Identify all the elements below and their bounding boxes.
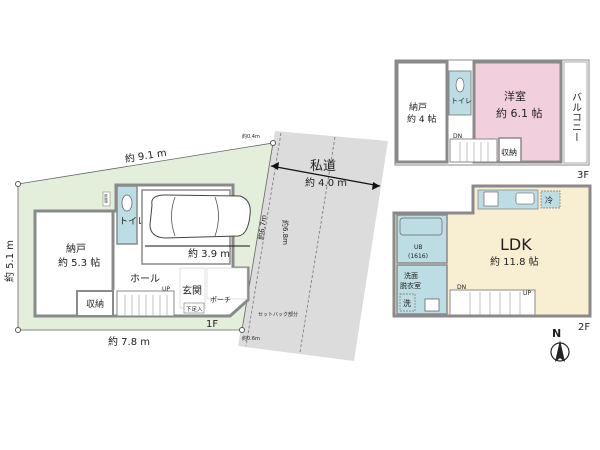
corner-dimension-top: 約0.4m	[242, 133, 260, 140]
staircase-2f	[449, 289, 536, 316]
entrance-tiles	[179, 267, 248, 309]
storage-room-label: 納戸	[66, 242, 86, 255]
toilet-label: トイレ	[119, 217, 146, 227]
hall-label: ホール	[130, 273, 160, 285]
toilet-icon	[121, 194, 133, 212]
balcony-label: バルコニー	[570, 92, 582, 142]
sink-icon	[515, 192, 535, 205]
porch-label: ポーチ	[210, 296, 231, 304]
entrance-label: 玄関	[182, 284, 202, 297]
western-room-size: 約 6.1 帖	[496, 106, 543, 120]
stairs-up-2f-label: UP	[523, 290, 531, 297]
stairs-down-2f-label: DN	[457, 284, 466, 291]
corner-dimension-bottom: 約0.6m	[242, 335, 260, 342]
setback-line	[245, 132, 282, 347]
road-area	[238, 131, 388, 361]
toilet-icon	[455, 77, 465, 93]
bath-size: (1616)	[408, 253, 428, 260]
road-edge-dimension-2: 約6.8m	[281, 220, 290, 245]
compass-north-label: N	[552, 327, 561, 340]
setback-label: セットバック部分	[258, 311, 298, 318]
ldk-label: LDK	[500, 235, 532, 254]
water-heater-label: 給湯器	[104, 194, 109, 203]
road-label: 私道	[310, 159, 336, 174]
storage-room-size: 約 5.3 帖	[58, 256, 100, 269]
shoe-box-label: 下足入	[186, 306, 203, 313]
fridge-label: 冷	[545, 195, 553, 205]
compass-icon: N	[550, 327, 570, 362]
garage-dimension: 約 3.9 m	[188, 247, 230, 260]
private-road: 私道 約 4.0 m 約0.4m 約0.6m セットバック部分 約6.7m 約6…	[238, 131, 388, 361]
arrow-icon	[271, 162, 279, 170]
floor-2-label: 2F	[578, 322, 590, 333]
dimension-left: 約 5.1 m	[3, 240, 16, 282]
road-centerline	[299, 136, 336, 353]
washroom-label-2: 脱衣室	[400, 281, 421, 290]
floor-3: 納戸 約 4 帖 トイレ 洋室 約 6.1 帖 収納 DN バルコニー 3F	[394, 59, 590, 181]
bath-label: UB	[414, 244, 423, 251]
balcony	[563, 61, 588, 164]
washer-label: 洗	[403, 298, 411, 308]
car-icon	[149, 194, 251, 239]
floor-2: 冷 LDK 約 11.8 帖 UB (1616) 洗面 脱衣室 洗 DN UP …	[392, 184, 592, 362]
shoe-box	[183, 302, 205, 314]
ldk-size: 約 11.8 帖	[490, 255, 539, 268]
closet-label: 収納	[86, 298, 104, 310]
fridge	[540, 190, 561, 209]
floor-3-label: 3F	[577, 170, 589, 181]
toilet-room-3f	[448, 70, 472, 116]
stairs-up-label: UP	[162, 286, 170, 293]
road-width-dimension	[270, 165, 381, 187]
closet-3f	[498, 137, 522, 163]
stove-icon	[483, 191, 499, 207]
storage-room-3f	[395, 60, 449, 164]
washroom-label-1: 洗面	[404, 271, 418, 280]
dimension-bottom: 約 7.8 m	[108, 335, 150, 348]
washer	[399, 293, 416, 312]
arrow-icon	[372, 182, 380, 190]
washbasin-icon	[424, 298, 440, 312]
storage-room-3f-label: 納戸	[409, 101, 427, 113]
stairs-down-3f-label: DN	[453, 133, 462, 140]
road-width: 約 4.0 m	[305, 176, 347, 189]
closet-3f-label: 収納	[501, 147, 517, 157]
staircase-3f	[449, 138, 498, 163]
toilet-3f-label: トイレ	[451, 97, 472, 105]
staircase	[116, 290, 175, 317]
floor-1-label: 1F	[206, 319, 218, 330]
bathtub-icon	[399, 217, 443, 236]
western-room-label: 洋室	[504, 89, 526, 103]
storage-room-3f-size: 約 4 帖	[407, 113, 436, 125]
water-heater	[102, 191, 111, 207]
closet	[76, 290, 114, 317]
floor-1: 約 9.1 m 約 5.1 m 約 7.8 m トイレ 給湯器 約 3.9 m …	[3, 140, 276, 348]
